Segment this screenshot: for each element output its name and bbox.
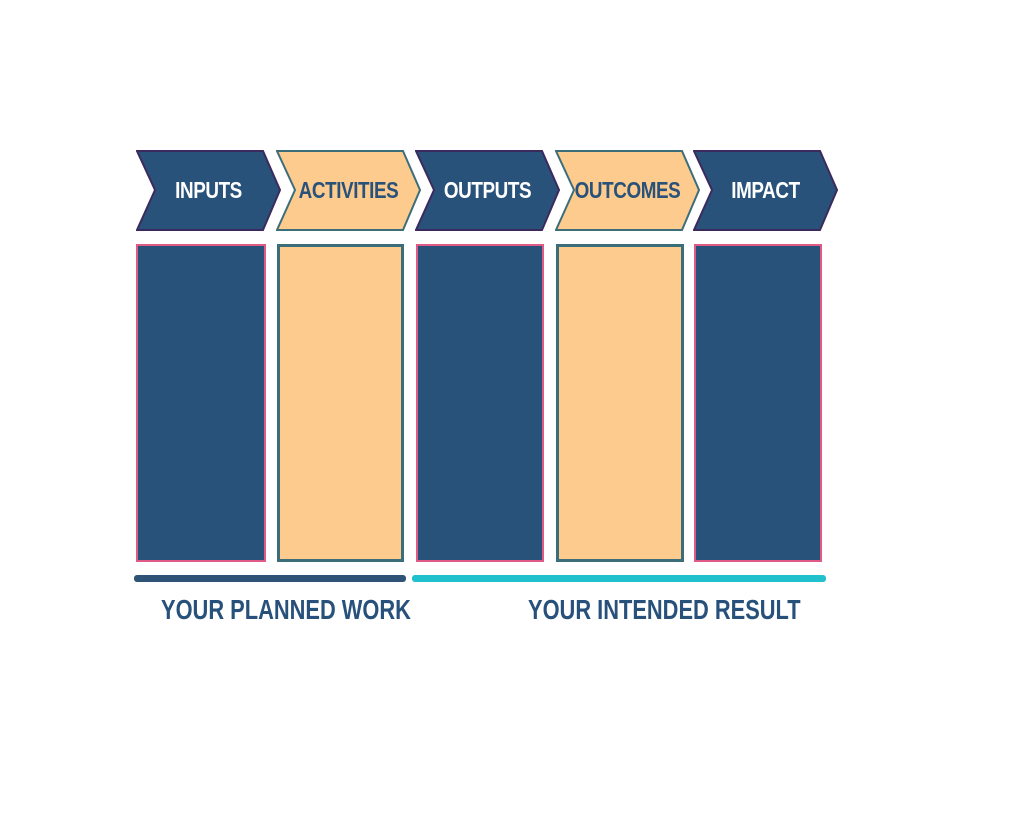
column-outcomes	[556, 244, 684, 562]
stage-header-outcomes: OUTCOMES	[555, 149, 700, 232]
column-outputs	[416, 244, 544, 562]
chevron-shape	[693, 150, 838, 231]
stage-header-impact: IMPACT	[693, 149, 838, 232]
group-label-intended-result: YOUR INTENDED RESULT	[528, 594, 801, 625]
group-bracket-intended-result	[412, 575, 826, 582]
group-bracket-planned-work	[134, 575, 406, 582]
stage-header-inputs: INPUTS	[136, 149, 281, 232]
chevron-shape	[276, 150, 421, 231]
chevron-shape	[136, 150, 281, 231]
stage-label: ACTIVITIES	[298, 177, 399, 203]
chevron-shape	[415, 150, 560, 231]
stage-label: OUTPUTS	[443, 177, 532, 203]
chevron-shape	[555, 150, 700, 231]
group-label-planned-work: YOUR PLANNED WORK	[161, 594, 411, 625]
stage-label: OUTCOMES	[574, 177, 681, 203]
stage-label: IMPACT	[731, 177, 800, 203]
column-activities	[277, 244, 404, 562]
column-inputs	[136, 244, 266, 562]
stage-label: INPUTS	[175, 177, 242, 203]
column-impact	[694, 244, 822, 562]
stage-header-outputs: OUTPUTS	[415, 149, 560, 232]
stage-header-activities: ACTIVITIES	[276, 149, 421, 232]
